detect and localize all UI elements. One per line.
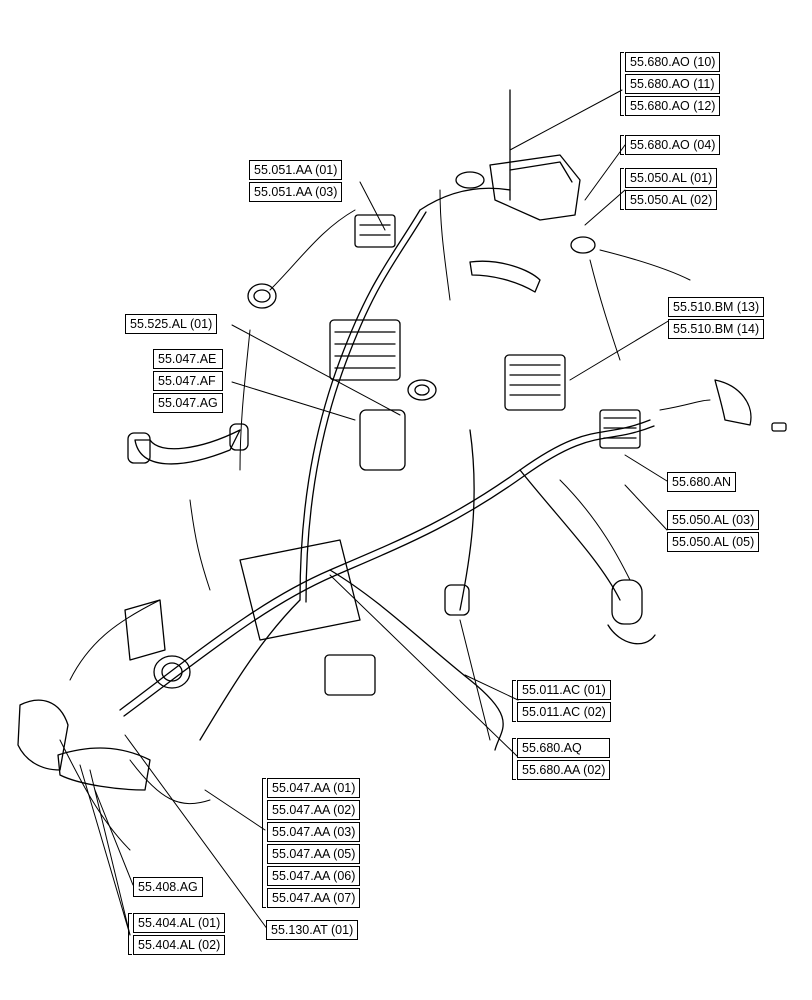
callout-55-050-al-05[interactable]: 55.050.AL (05) bbox=[667, 532, 760, 552]
grab-handle-upper bbox=[469, 260, 541, 293]
callout-55-510-bm-14[interactable]: 55.510.BM (14) bbox=[668, 319, 765, 339]
branch-wires bbox=[59, 189, 711, 851]
callout-55-680-ao-12[interactable]: 55.680.AO (12) bbox=[625, 96, 721, 116]
callout-55-680-an[interactable]: 55.680.AN bbox=[667, 472, 737, 492]
fuse-relay-box-right bbox=[504, 354, 641, 449]
callout-55-051-aa-03[interactable]: 55.051.AA (03) bbox=[249, 182, 343, 202]
callout-55-047-af[interactable]: 55.047.AF bbox=[153, 371, 223, 391]
callout-group-680ao-10-12: 55.680.AO (10) 55.680.AO (11) 55.680.AO … bbox=[620, 52, 721, 116]
callout-group-680aq: 55.680.AQ 55.680.AA (02) bbox=[512, 738, 611, 780]
callout-55-047-aa-02[interactable]: 55.047.AA (02) bbox=[267, 800, 361, 820]
grab-handle-left bbox=[127, 423, 249, 465]
control-module-top bbox=[489, 89, 581, 221]
callout-55-047-aa-07[interactable]: 55.047.AA (07) bbox=[267, 888, 361, 908]
callout-55-408-ag[interactable]: 55.408.AG bbox=[133, 877, 203, 897]
callout-55-047-aa-01[interactable]: 55.047.AA (01) bbox=[267, 778, 361, 798]
callout-group-680an: 55.680.AN bbox=[667, 472, 737, 492]
callout-group-408ag: 55.408.AG bbox=[133, 877, 203, 897]
callout-group-680ao-04: 55.680.AO (04) bbox=[620, 135, 721, 155]
callout-55-680-ao-11[interactable]: 55.680.AO (11) bbox=[625, 74, 721, 94]
fuse-relay-box-center bbox=[329, 319, 406, 471]
callout-55-680-ao-10[interactable]: 55.680.AO (10) bbox=[625, 52, 721, 72]
callout-55-050-al-02[interactable]: 55.050.AL (02) bbox=[625, 190, 718, 210]
callout-55-510-bm-13[interactable]: 55.510.BM (13) bbox=[668, 297, 765, 317]
callout-55-047-aa-05[interactable]: 55.047.AA (05) bbox=[267, 844, 361, 864]
callout-55-050-al-01[interactable]: 55.050.AL (01) bbox=[625, 168, 718, 188]
callout-55-050-al-03[interactable]: 55.050.AL (03) bbox=[667, 510, 760, 530]
callout-group-050al-01-02: 55.050.AL (01) 55.050.AL (02) bbox=[620, 168, 718, 210]
callout-55-047-ae[interactable]: 55.047.AE bbox=[153, 349, 223, 369]
callout-55-680-aq[interactable]: 55.680.AQ bbox=[517, 738, 611, 758]
callout-group-047aa: 55.047.AA (01) 55.047.AA (02) 55.047.AA … bbox=[262, 778, 361, 908]
round-gauge-center bbox=[407, 379, 437, 401]
main-harness-trunk bbox=[119, 187, 655, 751]
callout-group-525al: 55.525.AL (01) bbox=[125, 314, 218, 334]
fender-light-bottom-left bbox=[17, 699, 151, 791]
battery-cylinder bbox=[607, 579, 656, 645]
side-light-right bbox=[714, 379, 787, 432]
callout-group-404al: 55.404.AL (01) 55.404.AL (02) bbox=[128, 913, 226, 955]
round-light-left bbox=[247, 283, 277, 309]
callout-group-051aa: 55.051.AA (01) 55.051.AA (03) bbox=[249, 160, 343, 202]
callout-55-525-al-01[interactable]: 55.525.AL (01) bbox=[125, 314, 218, 334]
connector-block-top-left bbox=[354, 214, 396, 248]
connector-center-bottom bbox=[324, 584, 470, 696]
callout-55-680-ao-04[interactable]: 55.680.AO (04) bbox=[625, 135, 721, 155]
callout-55-047-ag[interactable]: 55.047.AG bbox=[153, 393, 223, 413]
callout-group-050al-03-05: 55.050.AL (03) 55.050.AL (05) bbox=[667, 510, 760, 552]
callout-group-047ae: 55.047.AE 55.047.AF 55.047.AG bbox=[153, 349, 223, 413]
callout-55-011-ac-01[interactable]: 55.011.AC (01) bbox=[517, 680, 611, 700]
callout-group-011ac: 55.011.AC (01) 55.011.AC (02) bbox=[512, 680, 611, 722]
callout-group-510bm: 55.510.BM (13) 55.510.BM (14) bbox=[668, 297, 765, 339]
callout-55-130-at-01[interactable]: 55.130.AT (01) bbox=[266, 920, 359, 940]
alternator bbox=[153, 655, 191, 689]
callout-55-051-aa-01[interactable]: 55.051.AA (01) bbox=[249, 160, 343, 180]
leader-lines bbox=[79, 89, 671, 936]
callout-55-011-ac-02[interactable]: 55.011.AC (02) bbox=[517, 702, 611, 722]
callout-55-404-al-02[interactable]: 55.404.AL (02) bbox=[133, 935, 226, 955]
callout-55-680-aa-02[interactable]: 55.680.AA (02) bbox=[517, 760, 611, 780]
callout-55-404-al-01[interactable]: 55.404.AL (01) bbox=[133, 913, 226, 933]
speaker-top bbox=[455, 171, 596, 254]
callout-55-047-aa-06[interactable]: 55.047.AA (06) bbox=[267, 866, 361, 886]
callout-55-047-aa-03[interactable]: 55.047.AA (03) bbox=[267, 822, 361, 842]
callout-group-130at: 55.130.AT (01) bbox=[266, 920, 359, 940]
mounting-plate bbox=[124, 539, 361, 661]
